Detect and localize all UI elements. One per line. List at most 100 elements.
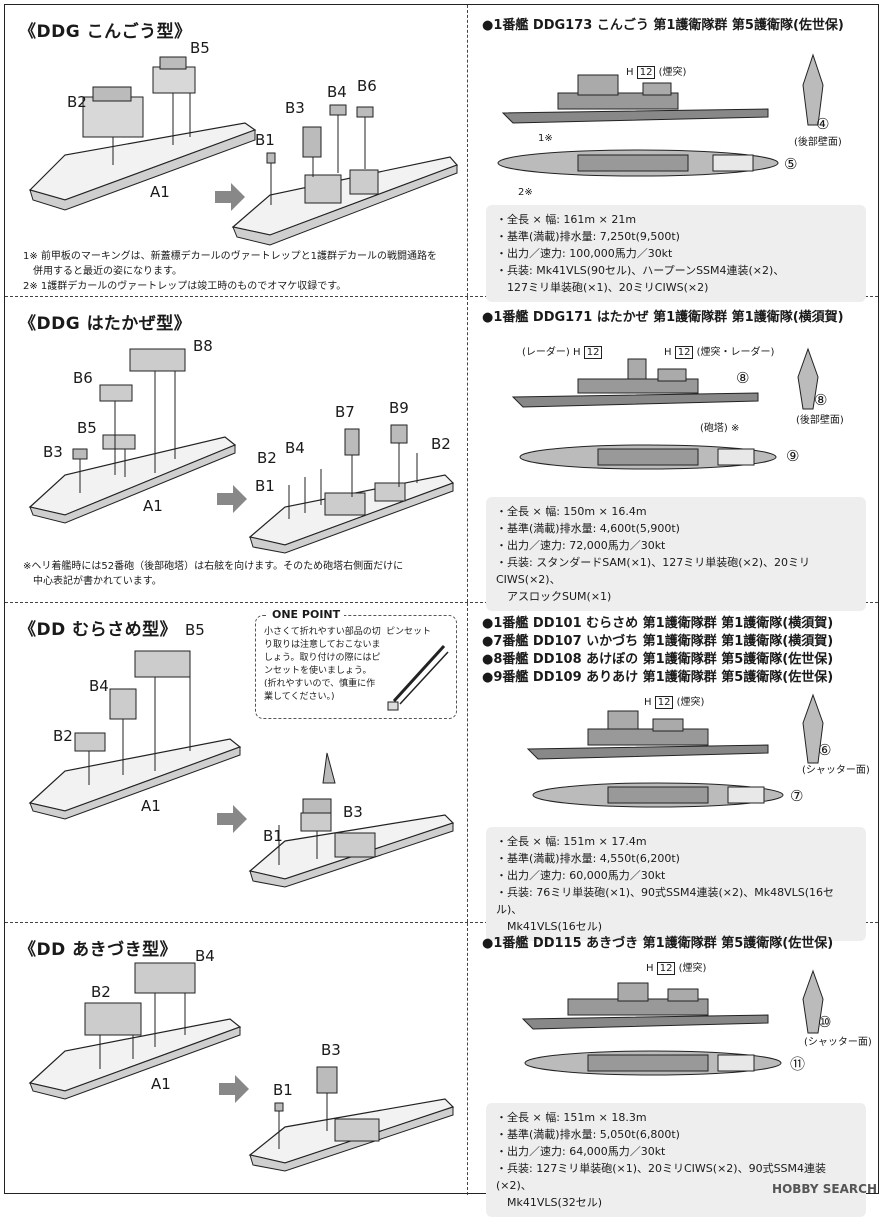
part-label: B4 (195, 947, 215, 965)
callout-letter: H (664, 347, 672, 358)
part-label: B3 (343, 803, 363, 821)
callout-letter: H (573, 347, 581, 358)
ship-list: ●1番艦 DDG173 こんごう 第1護衛隊群 第5護衛隊(佐世保) (482, 17, 844, 35)
callout-turret: (砲塔) ※ (700, 423, 740, 434)
part-label: B1 (255, 131, 275, 149)
spec-length: ・全長 × 幅: 150m × 16.4m (496, 505, 647, 518)
decal-circle: ⑧ (736, 369, 750, 387)
callout-letter: H (646, 963, 654, 974)
section-title: 《DDG はたかぜ型》 (19, 314, 192, 334)
part-label: B3 (285, 99, 305, 117)
part-label: B5 (77, 419, 97, 437)
callout-rear: (後部壁面) (794, 137, 842, 148)
part-label: B7 (335, 403, 355, 421)
part-label: B3 (43, 443, 63, 461)
spec-length: ・全長 × 幅: 151m × 17.4m (496, 835, 647, 848)
ship-info-panel: ●1番艦 DD115 あきづき 第1護衛隊群 第5護衛隊(佐世保) H 12 (… (467, 923, 880, 1217)
assembly-panel: 《DD むらさめ型》 ONE POINT 小さくて折れやすい部品の切り取りは注意… (5, 603, 467, 922)
ship-list: ●1番艦 DD101 むらさめ 第1護衛隊群 第1護衛隊(横須賀) ●7番艦 D… (482, 615, 833, 687)
callout-h: H 12 (煙突) (626, 63, 687, 79)
ship-entry: ●9番艦 DD109 ありあけ 第1護衛隊群 第5護衛隊(佐世保) (482, 670, 834, 685)
spec-box: ・全長 × 幅: 151m × 18.3m ・基準(満載)排水量: 5,050t… (486, 1103, 866, 1217)
spec-power: ・出力／速力: 100,000馬力／30kt (496, 247, 673, 260)
part-label: A1 (143, 497, 163, 515)
part-label: B2 (431, 435, 451, 453)
ship-entry: ●1番艦 DDG171 はたかぜ 第1護衛隊群 第1護衛隊(横須賀) (482, 310, 844, 325)
decal-number: 12 (674, 346, 694, 359)
spec-box: ・全長 × 幅: 150m × 16.4m ・基準(満載)排水量: 4,600t… (486, 497, 866, 611)
section-hatakaze: 《DDG はたかぜ型》 (5, 297, 880, 611)
decal-circle: ⑤ (784, 155, 798, 173)
callout-rear: (後部壁面) (796, 415, 844, 426)
one-point-text: 小さくて折れやすい部品の切り取りは注意しておこないましょう。取り付けの際にはピン… (264, 627, 381, 702)
callout-star2: 2※ (518, 187, 533, 198)
ship-profile (526, 693, 824, 808)
section-title: 《DD むらさめ型》 (19, 620, 178, 640)
part-label: B6 (357, 77, 377, 95)
decal-circle: ⑥ (818, 741, 832, 759)
callout-rear: (シャッター面) (804, 1037, 872, 1048)
ship-list: ●1番艦 DDG171 はたかぜ 第1護衛隊群 第1護衛隊(横須賀) (482, 309, 844, 327)
section-kongo: 《DDG こんごう型》 (5, 5, 880, 302)
ship-info-panel: ●1番艦 DDG171 はたかぜ 第1護衛隊群 第1護衛隊(横須賀) (レーダー… (467, 297, 880, 611)
spec-displacement: ・基準(満載)排水量: 7,250t(9,500t) (496, 230, 680, 243)
callout-h: H 12 (煙突・レーダー) (664, 343, 774, 359)
callout-letter: H (644, 697, 652, 708)
tweezers-icon (387, 644, 449, 711)
part-label: B2 (257, 449, 277, 467)
part-label: A1 (151, 1075, 171, 1093)
part-label: B4 (285, 439, 305, 457)
decal-circle: ⑩ (818, 1013, 832, 1031)
assembly-diagram (28, 56, 459, 246)
ship-info-panel: ●1番艦 DDG173 こんごう 第1護衛隊群 第5護衛隊(佐世保) H 12 … (467, 5, 880, 302)
assembly-diagram (28, 962, 455, 1172)
ship-entry: ●1番艦 DD115 あきづき 第1護衛隊群 第5護衛隊(佐世保) (482, 936, 834, 951)
callout-h: H 12 (煙突) (644, 693, 704, 709)
callout-desc: (煙突) (678, 963, 707, 974)
decal-number: 12 (654, 696, 674, 709)
spec-displacement: ・基準(満載)排水量: 4,600t(5,900t) (496, 522, 680, 535)
part-label: B3 (321, 1041, 341, 1059)
part-label: B1 (263, 827, 283, 845)
decal-circle: ⑦ (790, 787, 804, 805)
part-label: A1 (141, 797, 161, 815)
decal-circle: ⑧ (814, 391, 828, 409)
spec-box: ・全長 × 幅: 161m × 21m ・基準(満載)排水量: 7,250t(9… (486, 205, 866, 302)
decal-number: 12 (636, 66, 656, 79)
callout-h: H 12 (煙突) (646, 959, 707, 975)
part-label: B5 (185, 621, 205, 639)
decal-circle: ⑨ (786, 447, 800, 465)
ship-list: ●1番艦 DD115 あきづき 第1護衛隊群 第5護衛隊(佐世保) (482, 935, 833, 953)
callout-star1: 1※ (538, 133, 553, 144)
one-point-box: ONE POINT 小さくて折れやすい部品の切り取りは注意しておこないましょう。… (255, 608, 457, 719)
decal-circle: ⑪ (790, 1055, 806, 1073)
decal-circle: ④ (816, 115, 830, 133)
part-label: B4 (89, 677, 109, 695)
instruction-sheet: 《DDG こんごう型》 (4, 4, 880, 1217)
spec-armament: ・兵装: Mk41VLS(90セル)、ハープーンSSM4連装(×2)、 127ミ… (496, 264, 785, 294)
part-label: B8 (193, 337, 213, 355)
decal-number: 12 (583, 346, 603, 359)
ship-profile (521, 969, 824, 1076)
part-label: B2 (67, 93, 87, 111)
assembly-panel: 《DDG こんごう型》 (5, 5, 467, 296)
assembly-note: ※ヘリ着艦時には52番砲（後部砲塔）は右舷を向けます。そのため砲塔右側面だけに … (23, 561, 404, 587)
spec-armament: ・兵装: 76ミリ単装砲(×1)、90式SSM4連装(×2)、Mk48VLS(1… (496, 886, 835, 933)
callout-desc: (煙突) (658, 67, 687, 78)
assembly-panel: 《DDG はたかぜ型》 (5, 297, 467, 602)
part-label: B2 (91, 983, 111, 1001)
spec-power: ・出力／速力: 72,000馬力／30kt (496, 539, 666, 552)
section-title: 《DD あきづき型》 (19, 940, 178, 960)
spec-length: ・全長 × 幅: 151m × 18.3m (496, 1111, 647, 1124)
section-akizuki: 《DD あきづき型》 B4 B2 A1 (5, 923, 880, 1217)
part-label: B4 (327, 83, 347, 101)
ship-entry: ●1番艦 DD101 むらさめ 第1護衛隊群 第1護衛隊(横須賀) (482, 616, 834, 631)
spec-displacement: ・基準(満載)排水量: 4,550t(6,200t) (496, 852, 680, 865)
part-label: B1 (273, 1081, 293, 1099)
ship-entry: ●7番艦 DD107 いかづち 第1護衛隊群 第1護衛隊(横須賀) (482, 634, 834, 649)
ship-info-panel: ●1番艦 DD101 むらさめ 第1護衛隊群 第1護衛隊(横須賀) ●7番艦 D… (467, 603, 880, 941)
callout-rear: (シャッター面) (802, 765, 870, 776)
part-label: A1 (150, 183, 170, 201)
part-label: B9 (389, 399, 409, 417)
callout-desc: (レーダー) (522, 347, 570, 358)
